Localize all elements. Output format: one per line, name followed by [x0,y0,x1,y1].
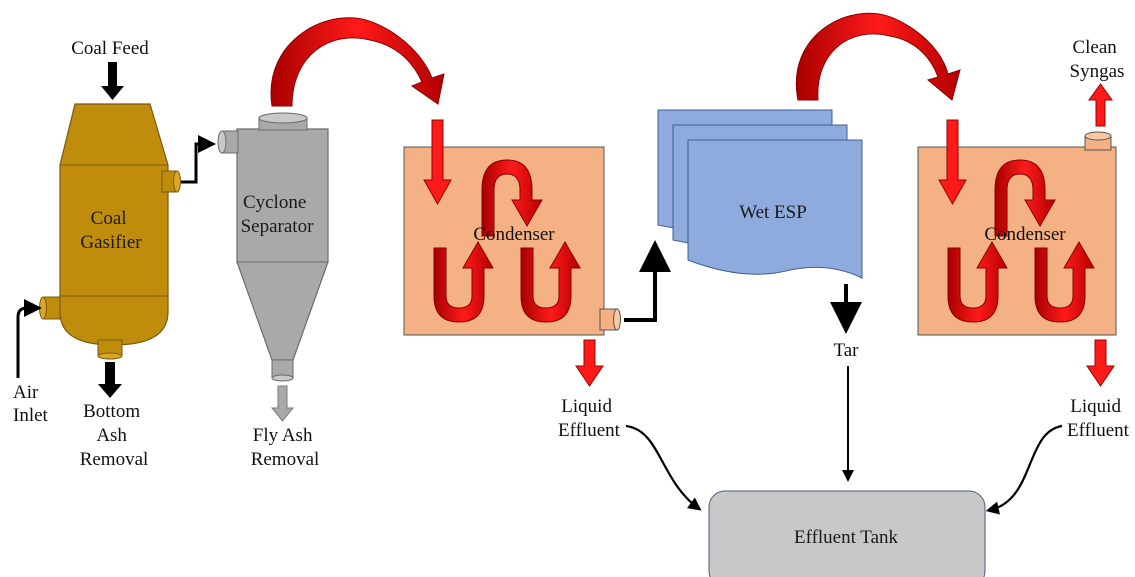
coal-gasifier-label: Coal Gasifier [80,208,142,253]
coal-feed-label: Coal Feed [71,38,149,59]
effluent-tank-label: Effluent Tank [794,527,899,548]
air-inlet-line [16,299,42,378]
condenser-2 [917,119,1117,336]
wet-esp-label: Wet ESP [739,202,807,223]
air-inlet-label: Air Inlet [13,382,49,426]
condenser-1 [403,119,621,336]
clean-syngas-arrow [1088,83,1113,127]
effluent-1-to-tank-line [625,424,702,511]
fly-ash-arrow [270,385,295,422]
tar-label: Tar [833,340,859,361]
condenser-2-label: Condenser [984,224,1066,245]
condenser-1-label: Condenser [473,224,555,245]
esp-to-condenser-flow-arrow [795,12,961,101]
coal-gasifier [39,103,181,360]
bottom-ash-label: Bottom Ash Removal [80,401,149,470]
clean-syngas-label: Clean Syngas [1070,37,1125,82]
liquid-effluent-1-label: Liquid Effluent [558,396,621,441]
cyclone-to-condenser-flow-arrow [270,17,445,107]
condenser-1-effluent-arrow [575,339,604,387]
wet-esp [657,109,863,279]
fly-ash-label: Fly Ash Removal [251,425,320,470]
effluent-2-to-tank-line [985,424,1063,515]
coal-feed-arrow [101,62,124,100]
condenser-to-esp-line [624,240,671,322]
liquid-effluent-2-label: Liquid Effluent [1067,396,1130,441]
gasifier-to-cyclone-line [181,135,216,184]
bottom-ash-arrow [98,362,122,398]
effluent-tank [708,490,986,577]
cyclone-separator [217,112,329,382]
condenser-2-effluent-arrow [1086,339,1115,387]
cyclone-label: Cyclone Separator [241,192,314,237]
